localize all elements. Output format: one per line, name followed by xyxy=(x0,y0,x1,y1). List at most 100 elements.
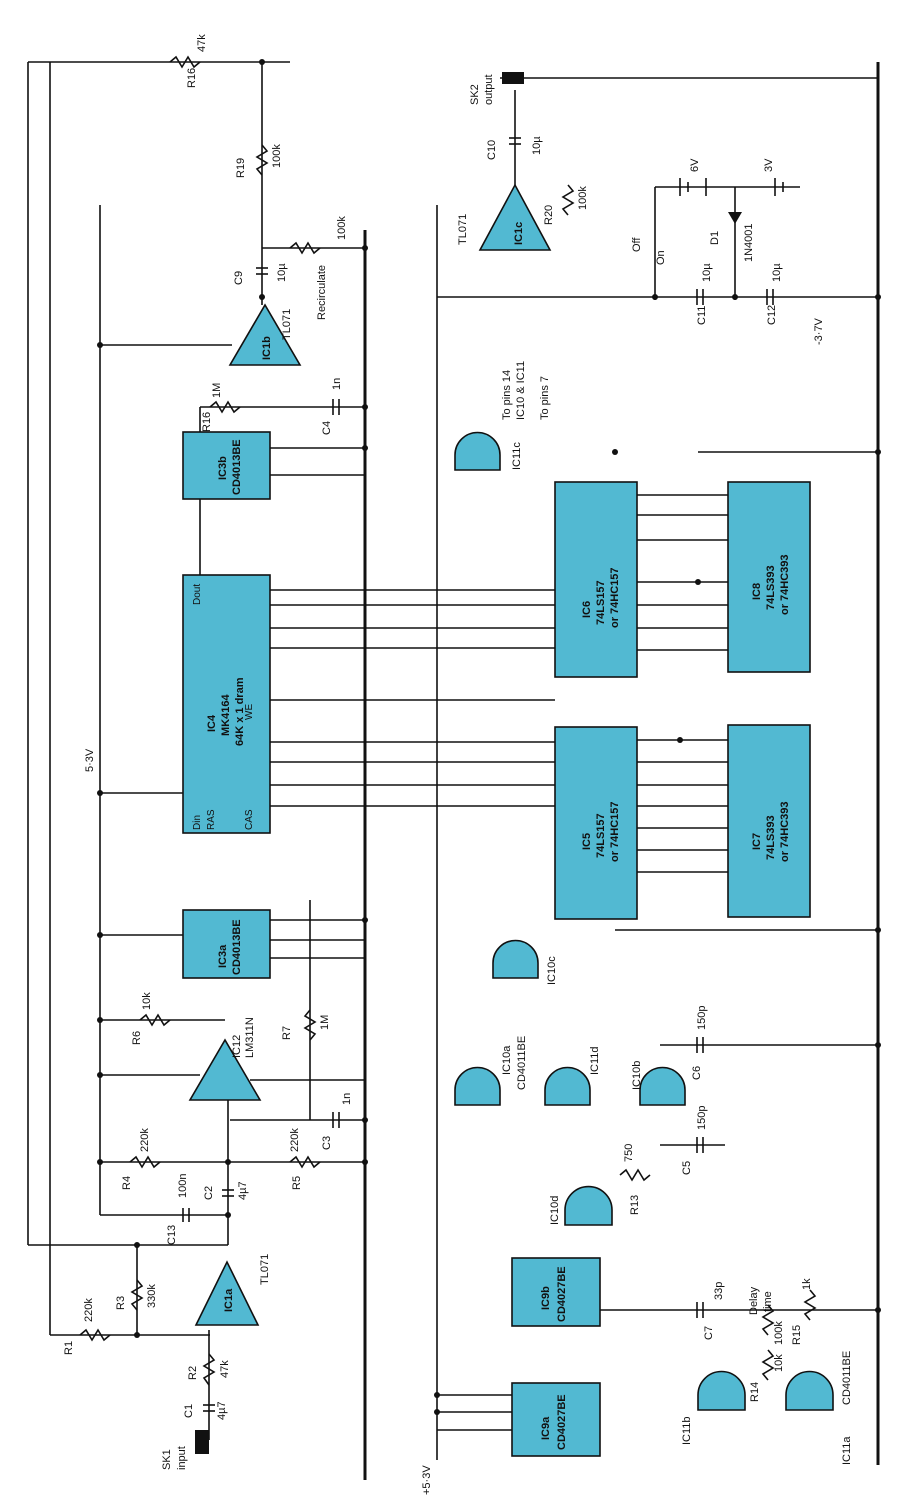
c2-value: 4µ7 xyxy=(237,1181,249,1200)
r16a-value: 47k xyxy=(196,34,208,52)
ic7-alt: or 74HC393 xyxy=(779,801,791,862)
c9-value: 10µ xyxy=(276,263,288,282)
ic4-address-bus xyxy=(270,589,555,807)
r1-resistor xyxy=(79,1328,111,1342)
r4-value: 220k xyxy=(139,1128,151,1152)
r5-resistor xyxy=(289,1155,321,1169)
r20-label: R20 xyxy=(543,205,555,225)
c9-label: C9 xyxy=(233,271,245,285)
r20-resistor xyxy=(561,184,575,216)
ic4-we-pin: WE xyxy=(244,704,255,720)
c11-value: 10µ xyxy=(701,263,713,282)
rail-label-5v3: 5·3V xyxy=(84,748,96,772)
ic7-label: IC7 xyxy=(751,833,763,850)
r6-value: 10k xyxy=(141,992,153,1010)
r15-resistor xyxy=(803,1289,817,1321)
ic1b-part: TL071 xyxy=(281,309,293,340)
ic4-dout-pin: Dout xyxy=(192,584,203,605)
c13-value: 100n xyxy=(177,1174,189,1198)
r1-label: R1 xyxy=(63,1341,75,1355)
ic11a-part: CD4011BE xyxy=(841,1351,853,1405)
r16a-resistor xyxy=(169,55,201,69)
r7-value: 1M xyxy=(319,1015,331,1030)
r2-label: R2 xyxy=(187,1366,199,1380)
ic10d-label: IC10d xyxy=(549,1196,561,1225)
c5-label: C5 xyxy=(681,1161,693,1175)
r6-resistor xyxy=(139,1013,171,1027)
battery-3v-label: 3V xyxy=(763,158,775,172)
ic11b-label: IC11b xyxy=(681,1416,693,1445)
ic11c-nand-gate xyxy=(454,431,501,471)
r14-value: 10k xyxy=(773,1354,785,1372)
ic12-label: IC12 xyxy=(231,1035,243,1058)
ic11d-label: IC11d xyxy=(589,1046,601,1075)
ic1a-label: IC1a xyxy=(223,1288,235,1312)
r5-value: 220k xyxy=(289,1128,301,1152)
c5-value: 150p xyxy=(696,1106,708,1130)
ic1c-part: TL071 xyxy=(457,214,469,245)
ic3a-label: IC3a xyxy=(217,944,229,968)
c1-value: 4µ7 xyxy=(216,1401,228,1420)
ic4-ras-pin: RAS xyxy=(206,809,217,830)
sk2-label: SK2 xyxy=(469,84,481,105)
ic5-chip xyxy=(554,726,638,920)
d1-part: 1N4001 xyxy=(743,223,755,262)
rail-label-plus5v3: +5·3V xyxy=(421,1465,433,1495)
delay-label: Delay xyxy=(748,1286,760,1315)
r16b-value: 1M xyxy=(211,383,223,398)
ic5-label: IC5 xyxy=(581,833,593,850)
ic6-part: 74LS157 xyxy=(595,580,607,625)
ic10d-nand-gate xyxy=(564,1185,613,1226)
ic1c-opamp xyxy=(478,183,552,251)
ic6-alt: or 74HC157 xyxy=(609,567,621,628)
c4-value: 1n xyxy=(331,378,343,390)
ic9b-chip xyxy=(511,1257,601,1327)
ic8-chip xyxy=(727,481,811,673)
switch-off-label: Off xyxy=(631,237,643,252)
sk2-jack-icon xyxy=(502,72,524,84)
c10-value: 10µ xyxy=(531,136,543,155)
c7-value: 33p xyxy=(713,1282,725,1300)
ic4-din-pin: Din xyxy=(192,815,203,830)
recirculate-pot-value: 100k xyxy=(336,216,348,240)
ic10a-nand-gate xyxy=(454,1066,501,1106)
ic3b-part: CD4013BE xyxy=(231,439,243,495)
ic8-part: 74LS393 xyxy=(765,565,777,610)
ic10a-part: CD4011BE xyxy=(516,1036,528,1090)
r16b-resistor xyxy=(209,400,241,414)
sk2-sub-label: output xyxy=(483,74,495,105)
c12-value: 10µ xyxy=(771,263,783,282)
r15-label: R15 xyxy=(791,1325,803,1345)
ic12-comparator xyxy=(188,1038,262,1101)
ic9a-label: IC9a xyxy=(540,1416,552,1440)
r1-value: 220k xyxy=(83,1298,95,1322)
r7-label: R7 xyxy=(281,1026,293,1040)
ic5-part: 74LS157 xyxy=(595,813,607,858)
ic1c-label: IC1c xyxy=(513,222,525,245)
ic4-desc: 64K x 1 dram xyxy=(234,677,246,746)
c7-label: C7 xyxy=(703,1326,715,1340)
delay-pot[interactable] xyxy=(761,1304,775,1336)
d1-label: D1 xyxy=(709,231,721,245)
delay-time-label: time xyxy=(762,1291,774,1312)
ic3b-label: IC3b xyxy=(217,456,229,480)
ic9b-part: CD4027BE xyxy=(556,1266,568,1322)
ic1b-label: IC1b xyxy=(261,336,273,360)
note-pins14b: IC10 & IC11 xyxy=(515,361,527,420)
c3-label: C3 xyxy=(321,1136,333,1150)
ic4-label: IC4 xyxy=(206,714,218,732)
r2-resistor xyxy=(202,1353,216,1386)
ic10a-label: IC10a xyxy=(501,1045,513,1075)
r14-resistor xyxy=(761,1349,775,1381)
rail-label-minus3v7: -3·7V xyxy=(813,317,825,345)
ic7-part: 74LS393 xyxy=(765,815,777,860)
c4-label: C4 xyxy=(321,421,333,435)
ic4-dram-chip xyxy=(182,574,271,834)
ic12-part: LM311N xyxy=(244,1017,256,1058)
c6-label: C6 xyxy=(691,1066,703,1080)
recirculate-label: Recirculate xyxy=(316,265,328,320)
r15-value: 1k xyxy=(801,1278,813,1290)
ic6-chip xyxy=(554,481,638,678)
r16b-label: R16 xyxy=(201,412,213,432)
ic8-alt: or 74HC393 xyxy=(779,554,791,615)
